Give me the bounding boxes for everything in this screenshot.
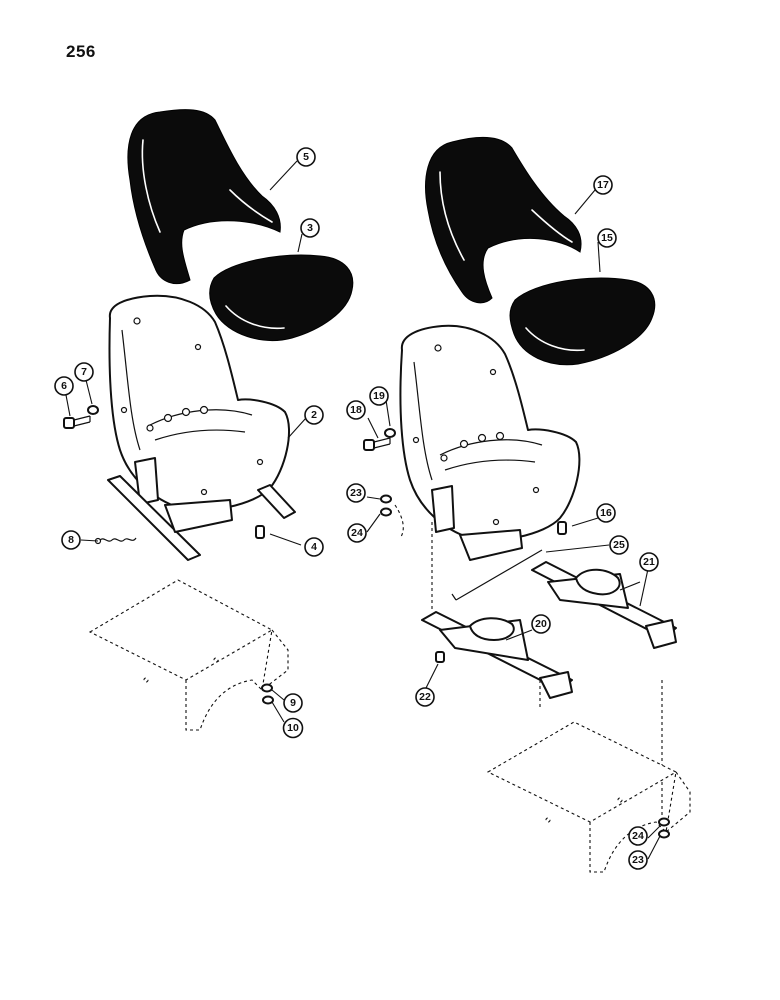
callout-10: 10 xyxy=(282,717,304,739)
svg-text:3: 3 xyxy=(307,222,313,234)
right-lock-washer xyxy=(380,507,392,517)
callout-15: 15 xyxy=(597,228,617,248)
callout-5: 5 xyxy=(296,147,316,167)
left-bolt xyxy=(63,415,91,429)
callout-8: 8 xyxy=(61,530,81,550)
svg-text:24: 24 xyxy=(632,830,644,842)
svg-text:5: 5 xyxy=(303,151,309,163)
callout-20: 20 xyxy=(531,614,551,634)
right-seat-cushion xyxy=(509,277,656,366)
left-seat-shell xyxy=(107,294,296,561)
right-base-washer xyxy=(658,817,670,827)
callout-17: 17 xyxy=(593,175,613,195)
callout-16: 16 xyxy=(596,503,616,523)
svg-text:16: 16 xyxy=(600,507,612,519)
right-seat-shell xyxy=(399,324,581,561)
callout-3: 3 xyxy=(300,218,320,238)
svg-text:24: 24 xyxy=(351,527,363,539)
callout-22: 22 xyxy=(415,687,435,707)
svg-text:10: 10 xyxy=(287,722,299,734)
left-spring xyxy=(94,537,137,545)
svg-text:9: 9 xyxy=(290,697,296,709)
callout-19: 19 xyxy=(369,386,389,406)
right-washer xyxy=(384,428,396,438)
right-mounting-base xyxy=(486,721,691,873)
svg-text:8: 8 xyxy=(68,534,74,546)
right-slide-rail-21 xyxy=(531,561,677,649)
left-mounting-base xyxy=(88,579,289,731)
callout-2: 2 xyxy=(304,405,324,425)
page-number: 256 xyxy=(66,42,96,61)
callout-24: 24 xyxy=(347,523,367,543)
left-fastener xyxy=(255,525,265,539)
left-lock-washer xyxy=(262,695,274,705)
svg-text:18: 18 xyxy=(350,404,362,416)
right-bolt xyxy=(363,437,391,451)
svg-text:21: 21 xyxy=(643,556,655,568)
svg-text:2: 2 xyxy=(311,409,317,421)
left-back-cushion xyxy=(127,109,281,284)
svg-text:15: 15 xyxy=(601,232,613,244)
callout-21: 21 xyxy=(639,552,659,572)
svg-text:4: 4 xyxy=(311,541,317,553)
svg-text:7: 7 xyxy=(81,366,87,378)
svg-text:17: 17 xyxy=(597,179,609,191)
svg-text:6: 6 xyxy=(61,380,67,392)
right-fastener xyxy=(557,521,567,535)
right-slide-rail-20 xyxy=(421,611,573,699)
callout-18: 18 xyxy=(346,400,366,420)
callout-23-lower: 23 xyxy=(628,850,648,870)
svg-text:20: 20 xyxy=(535,618,547,630)
left-washer xyxy=(87,405,99,415)
right-nut xyxy=(380,494,392,504)
svg-text:25: 25 xyxy=(613,539,625,551)
callout-6: 6 xyxy=(54,376,74,396)
callout-4: 4 xyxy=(304,537,324,557)
callout-9: 9 xyxy=(283,693,303,713)
right-rod xyxy=(451,549,543,601)
callout-24-lower: 24 xyxy=(628,826,648,846)
callout-7: 7 xyxy=(74,362,94,382)
right-back-cushion xyxy=(425,136,582,304)
svg-text:22: 22 xyxy=(419,691,431,703)
right-rail-bolt xyxy=(435,651,445,663)
svg-text:19: 19 xyxy=(373,390,385,402)
callout-23: 23 xyxy=(346,483,366,503)
left-nut xyxy=(261,683,273,693)
svg-text:23: 23 xyxy=(350,487,362,499)
left-seat-cushion xyxy=(209,254,354,341)
callout-25: 25 xyxy=(609,535,629,555)
right-base-nut xyxy=(658,829,670,839)
svg-text:23: 23 xyxy=(632,854,644,866)
